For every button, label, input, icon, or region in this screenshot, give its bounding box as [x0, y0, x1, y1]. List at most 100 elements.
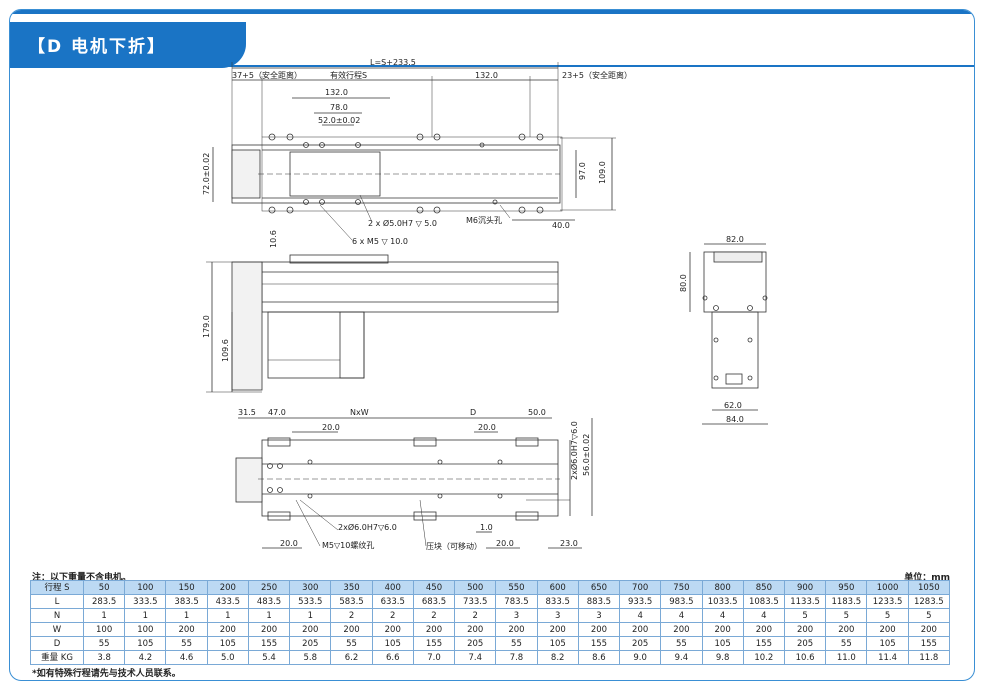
table-cell: 200 — [454, 622, 497, 637]
table-cell: 105 — [206, 636, 249, 651]
table-cell: 4 — [660, 608, 703, 623]
footnote: *如有特殊行程请先与技术人员联系。 — [32, 669, 181, 679]
table-row-label: W — [30, 622, 84, 637]
table-cell: 1 — [82, 608, 126, 623]
table-cell: 5.8 — [289, 650, 332, 665]
table-cell: 200 — [371, 622, 414, 637]
dim-97: 97.0 — [578, 162, 587, 180]
bottom-view-body — [261, 439, 559, 517]
table-cell: 383.5 — [165, 594, 208, 609]
table-cell: 5.4 — [247, 650, 291, 665]
table-cell: 583.5 — [330, 594, 373, 609]
table-cell: 633.5 — [371, 594, 414, 609]
dim-right-span: 132.0 — [475, 71, 498, 80]
bottom-view-holes — [267, 459, 503, 499]
front-view-body — [261, 261, 559, 313]
table-cell: 5 — [866, 608, 909, 623]
table-cell: 55 — [82, 636, 126, 651]
table-cell: 155 — [577, 636, 621, 651]
page-title: 【D 电机下折】 — [28, 37, 167, 57]
table-cell: 3 — [577, 608, 621, 623]
dim-31-5: 31.5 — [238, 408, 256, 417]
dim-d: D — [470, 408, 476, 417]
dim-23: 23.0 — [560, 539, 578, 548]
top-view-holes — [268, 133, 544, 214]
dim-56: 56.0±0.02 — [582, 434, 591, 476]
dim-overall: L=S+233.5 — [370, 58, 416, 67]
dim-50: 50.0 — [528, 408, 546, 417]
table-cell: 200 — [825, 622, 868, 637]
table-cell: 100 — [124, 622, 167, 637]
table-cell: 10.2 — [742, 650, 785, 665]
dim-20b: 20.0 — [478, 423, 496, 432]
table-cell: 105 — [371, 636, 414, 651]
table-cell: 783.5 — [495, 594, 538, 609]
table-cell: 205 — [619, 636, 662, 651]
table-cell: 2 — [412, 608, 456, 623]
table-cell: 5 — [907, 608, 951, 623]
dim-40: 40.0 — [552, 221, 570, 230]
table-cell: 2 — [371, 608, 414, 623]
table-cell: 200 — [866, 622, 909, 637]
dim-84: 84.0 — [726, 415, 744, 424]
table-cell: 5 — [783, 608, 827, 623]
table-cell: 200 — [289, 622, 332, 637]
dim-109-6: 109.6 — [221, 339, 230, 362]
table-cell: 155 — [412, 636, 456, 651]
table-header-cell: 100 — [124, 580, 167, 595]
table-cell: 3 — [536, 608, 579, 623]
dim-82: 82.0 — [726, 235, 744, 244]
table-cell: 55 — [165, 636, 208, 651]
dim-nxw: NxW — [350, 408, 369, 417]
dim-47: 47.0 — [268, 408, 286, 417]
table-cell: 10.6 — [783, 650, 827, 665]
dim-left-margin: 37+5（安全距离） — [232, 70, 302, 80]
table-header-cell: 850 — [742, 580, 785, 595]
table-cell: 983.5 — [660, 594, 703, 609]
table-cell: 5 — [825, 608, 868, 623]
table-header-cell: 950 — [825, 580, 868, 595]
table-cell: 4 — [742, 608, 785, 623]
table-header-cell: 600 — [536, 580, 579, 595]
table-header-cell: 1050 — [907, 580, 951, 595]
table-header-cell: 650 — [577, 580, 621, 595]
table-cell: 8.2 — [536, 650, 579, 665]
table-cell: 1133.5 — [783, 594, 827, 609]
dim-179: 179.0 — [202, 315, 211, 338]
table-cell: 200 — [701, 622, 744, 637]
header-rule — [10, 65, 974, 67]
table-cell: 11.0 — [825, 650, 868, 665]
table-cell: 7.0 — [412, 650, 456, 665]
table-cell: 105 — [124, 636, 167, 651]
table-row-label: L — [30, 594, 84, 609]
table-cell: 1183.5 — [825, 594, 868, 609]
table-header-cell: 150 — [165, 580, 208, 595]
table-row-label: N — [30, 608, 84, 623]
table-cell: 2 — [330, 608, 373, 623]
table-cell: 9.4 — [660, 650, 703, 665]
table-cell: 4.6 — [165, 650, 208, 665]
table-cell: 155 — [247, 636, 291, 651]
table-cell: 155 — [742, 636, 785, 651]
dim-10-6: 10.6 — [269, 230, 278, 248]
table-cell: 205 — [289, 636, 332, 651]
dim-132: 132.0 — [325, 88, 348, 97]
table-cell: 55 — [825, 636, 868, 651]
table-cell: 1283.5 — [907, 594, 951, 609]
table-cell: 1 — [289, 608, 332, 623]
table-cell: 200 — [907, 622, 951, 637]
table-cell: 3 — [495, 608, 538, 623]
table-cell: 733.5 — [454, 594, 497, 609]
table-cell: 7.8 — [495, 650, 538, 665]
dim-stroke: 有效行程S — [330, 70, 367, 80]
table-cell: 933.5 — [619, 594, 662, 609]
table-cell: 1 — [124, 608, 167, 623]
table-cell: 433.5 — [206, 594, 249, 609]
table-cell: 2 — [454, 608, 497, 623]
unit-note: 单位：mm — [904, 573, 950, 583]
top-accent-bar — [10, 10, 974, 14]
